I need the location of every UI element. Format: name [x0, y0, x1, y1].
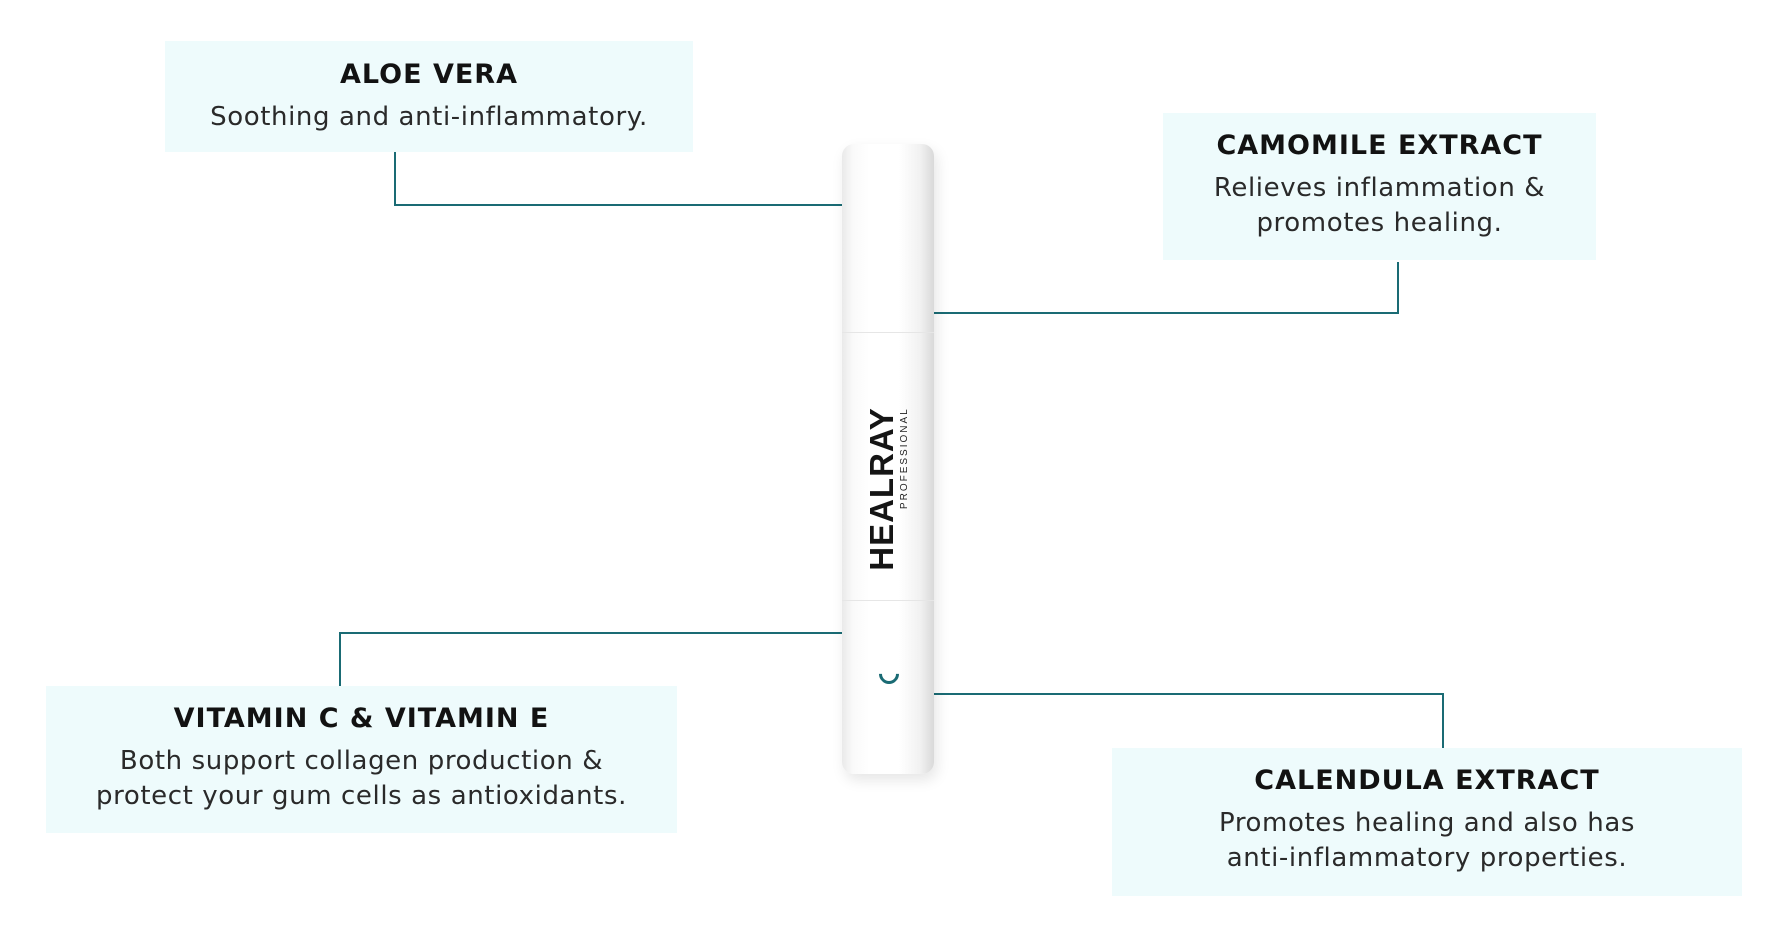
- connector-vitamin: [339, 632, 862, 686]
- description-line: Soothing and anti-inflammatory.: [210, 102, 648, 132]
- ingredient-title: CAMOMILE EXTRACT: [1216, 130, 1543, 161]
- ingredient-description: Promotes healing and also has anti-infla…: [1112, 806, 1742, 876]
- description-line: Relieves inflammation &: [1213, 173, 1546, 203]
- description-line: protect your gum cells as antioxidants.: [96, 781, 627, 811]
- description-line: promotes healing.: [1256, 208, 1503, 238]
- tube-lower-seam: [842, 600, 934, 601]
- connector-camomile-extract: [924, 262, 1399, 314]
- connector-aloe-vera: [394, 152, 869, 206]
- brand-subtitle: PROFESSIONAL: [899, 407, 910, 510]
- product-tube: HEALRAY PROFESSIONAL: [842, 144, 934, 774]
- description-line: Promotes healing and also has: [1219, 808, 1635, 838]
- ingredient-card-calendula-extract: CALENDULA EXTRACT Promotes healing and a…: [1112, 748, 1742, 896]
- ingredient-description: Soothing and anti-inflammatory.: [165, 100, 693, 135]
- ingredient-title: ALOE VERA: [340, 59, 518, 90]
- ingredient-card-aloe-vera: ALOE VERA Soothing and anti-inflammatory…: [165, 41, 693, 152]
- tube-cap-seam: [842, 332, 934, 333]
- connector-calendula-extract: [922, 693, 1444, 748]
- description-line: Both support collagen production &: [119, 746, 604, 776]
- ingredient-title: CALENDULA EXTRACT: [1254, 765, 1600, 796]
- ingredient-description: Relieves inflammation & promotes healing…: [1163, 171, 1596, 241]
- brand-swoosh-icon: [874, 659, 904, 689]
- brand-logo: HEALRAY PROFESSIONAL: [863, 407, 911, 571]
- ingredient-card-camomile-extract: CAMOMILE EXTRACT Relieves inflammation &…: [1163, 113, 1596, 260]
- ingredient-title: VITAMIN C & VITAMIN E: [173, 703, 550, 734]
- ingredient-card-vitamin-c-e: VITAMIN C & VITAMIN E Both support colla…: [46, 686, 677, 833]
- ingredient-description: Both support collagen production & prote…: [46, 744, 677, 814]
- description-line: anti-inflammatory properties.: [1226, 843, 1628, 873]
- brand-name: HEALRAY: [863, 407, 900, 571]
